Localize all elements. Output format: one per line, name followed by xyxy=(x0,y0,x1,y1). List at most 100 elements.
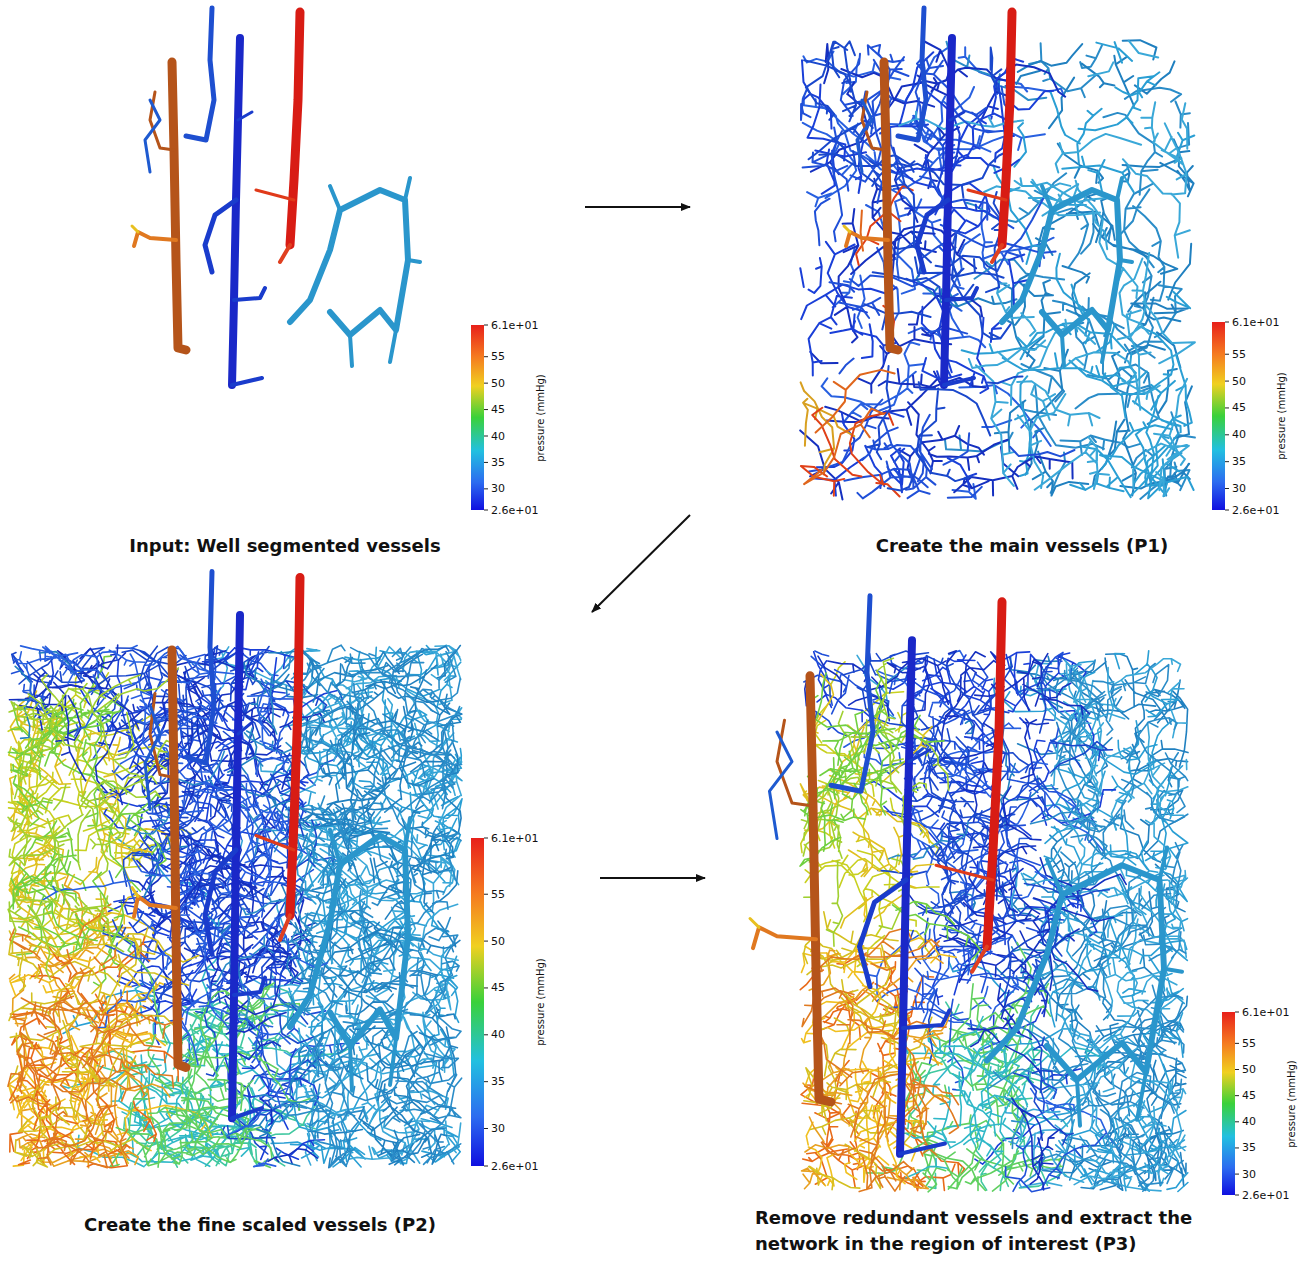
main-vessel xyxy=(750,918,759,927)
colorbar-tick xyxy=(1225,407,1229,408)
tick-label: 6.1e+01 xyxy=(1242,1007,1289,1018)
tick-label: 35 xyxy=(491,457,505,468)
colorbar-tick xyxy=(484,987,488,988)
main-vessel xyxy=(900,640,912,1154)
colorbar-tick xyxy=(484,1081,488,1082)
tick-label: 30 xyxy=(1232,483,1246,494)
axis-label: pressure (mmHg) xyxy=(536,374,546,462)
main-vessel xyxy=(330,178,420,366)
colorbar-tick xyxy=(484,894,488,895)
tick-label: 30 xyxy=(491,1123,505,1134)
vessel-segments xyxy=(804,41,1022,490)
colorbar-tick xyxy=(484,383,488,384)
vessel-segments xyxy=(802,950,951,1190)
tick-label: 55 xyxy=(491,889,505,900)
vessel-segments xyxy=(800,43,1053,496)
main-vessel xyxy=(132,226,138,232)
main-vessel xyxy=(232,378,262,385)
main-vessel xyxy=(132,888,138,897)
colorbar xyxy=(1212,322,1225,510)
colorbar-tick xyxy=(1235,1069,1239,1070)
main-vessel xyxy=(944,38,952,385)
colorbar-tick xyxy=(484,510,488,511)
main-vessel xyxy=(234,978,265,995)
colorbar-tick xyxy=(1225,434,1229,435)
p2-main-vessels xyxy=(132,572,420,1119)
main-vessel xyxy=(290,12,300,245)
main-vessel xyxy=(898,8,926,140)
main-vessel xyxy=(857,100,872,172)
main-vessel xyxy=(256,836,294,851)
tick-label: 50 xyxy=(1242,1064,1256,1075)
main-vessel xyxy=(884,62,898,350)
main-vessel xyxy=(145,100,160,172)
colorbar-tick xyxy=(484,488,488,489)
tick-label: 55 xyxy=(1232,349,1246,360)
main-vessel xyxy=(186,572,214,763)
colorbar-tick xyxy=(484,1166,488,1167)
tick-label: 30 xyxy=(491,483,505,494)
tick-label: 50 xyxy=(491,936,505,947)
tick-label: 55 xyxy=(491,351,505,362)
tick-label: 45 xyxy=(1232,402,1246,413)
main-vessel xyxy=(205,200,236,272)
main-vessel xyxy=(987,865,1164,1080)
tick-label: 50 xyxy=(491,378,505,389)
flow-arrow xyxy=(592,515,690,612)
main-vessel xyxy=(134,896,176,916)
panel-caption: Create the fine scaled vessels (P2) xyxy=(84,1212,436,1238)
main-vessel xyxy=(992,245,1002,262)
tick-label: 30 xyxy=(1242,1169,1256,1180)
p3-network xyxy=(800,651,1188,1192)
main-vessel xyxy=(172,650,186,1068)
tick-label: 50 xyxy=(1232,376,1246,387)
tick-label: 35 xyxy=(1232,456,1246,467)
colorbar-tick xyxy=(1235,1174,1239,1175)
main-vessel xyxy=(909,750,930,762)
tick-label: 40 xyxy=(1232,429,1246,440)
main-vessel xyxy=(238,722,252,734)
main-vessel xyxy=(290,190,408,335)
main-vessel xyxy=(917,200,948,272)
tick-label: 45 xyxy=(491,404,505,415)
tick-label: 40 xyxy=(1242,1116,1256,1127)
main-vessel xyxy=(280,245,290,262)
vessel-segments xyxy=(9,931,199,1167)
tick-label: 2.6e+01 xyxy=(491,505,538,516)
tick-label: 6.1e+01 xyxy=(491,320,538,331)
axis-label: pressure (mmHg) xyxy=(1287,1060,1297,1148)
colorbar-tick xyxy=(484,409,488,410)
main-vessel xyxy=(936,865,993,880)
main-vessel xyxy=(238,112,252,120)
main-vessel xyxy=(232,1108,262,1118)
tick-label: 6.1e+01 xyxy=(1232,317,1279,328)
main-vessel xyxy=(987,602,1002,947)
main-vessel xyxy=(860,880,907,987)
main-vessel xyxy=(234,288,265,300)
vessel-segments xyxy=(804,210,895,484)
main-vessel xyxy=(150,693,174,777)
vessel-segments xyxy=(8,668,178,979)
colorbar-tick xyxy=(484,838,488,839)
tick-label: 35 xyxy=(1242,1142,1256,1153)
colorbar-tick xyxy=(484,941,488,942)
main-vessel xyxy=(134,232,176,246)
main-vessel xyxy=(968,190,1006,200)
main-vessel xyxy=(1042,178,1132,366)
main-vessel xyxy=(753,927,816,948)
colorbar-tick xyxy=(484,356,488,357)
main-vessel xyxy=(950,112,964,120)
tick-label: 2.6e+01 xyxy=(491,1161,538,1172)
main-vessel xyxy=(172,62,186,350)
colorbar-tick xyxy=(1235,1095,1239,1096)
main-vessel xyxy=(1047,847,1182,1125)
colorbar-tick xyxy=(1225,354,1229,355)
main-vessel xyxy=(846,232,888,246)
colorbar-tick xyxy=(1235,1147,1239,1148)
panel-caption: Remove redundant vessels and extract the… xyxy=(755,1205,1265,1257)
colorbar-tick xyxy=(1225,510,1229,511)
main-vessel xyxy=(900,1143,945,1153)
main-vessel xyxy=(844,226,850,232)
main-vessel xyxy=(1002,12,1012,245)
main-vessel xyxy=(280,915,290,940)
